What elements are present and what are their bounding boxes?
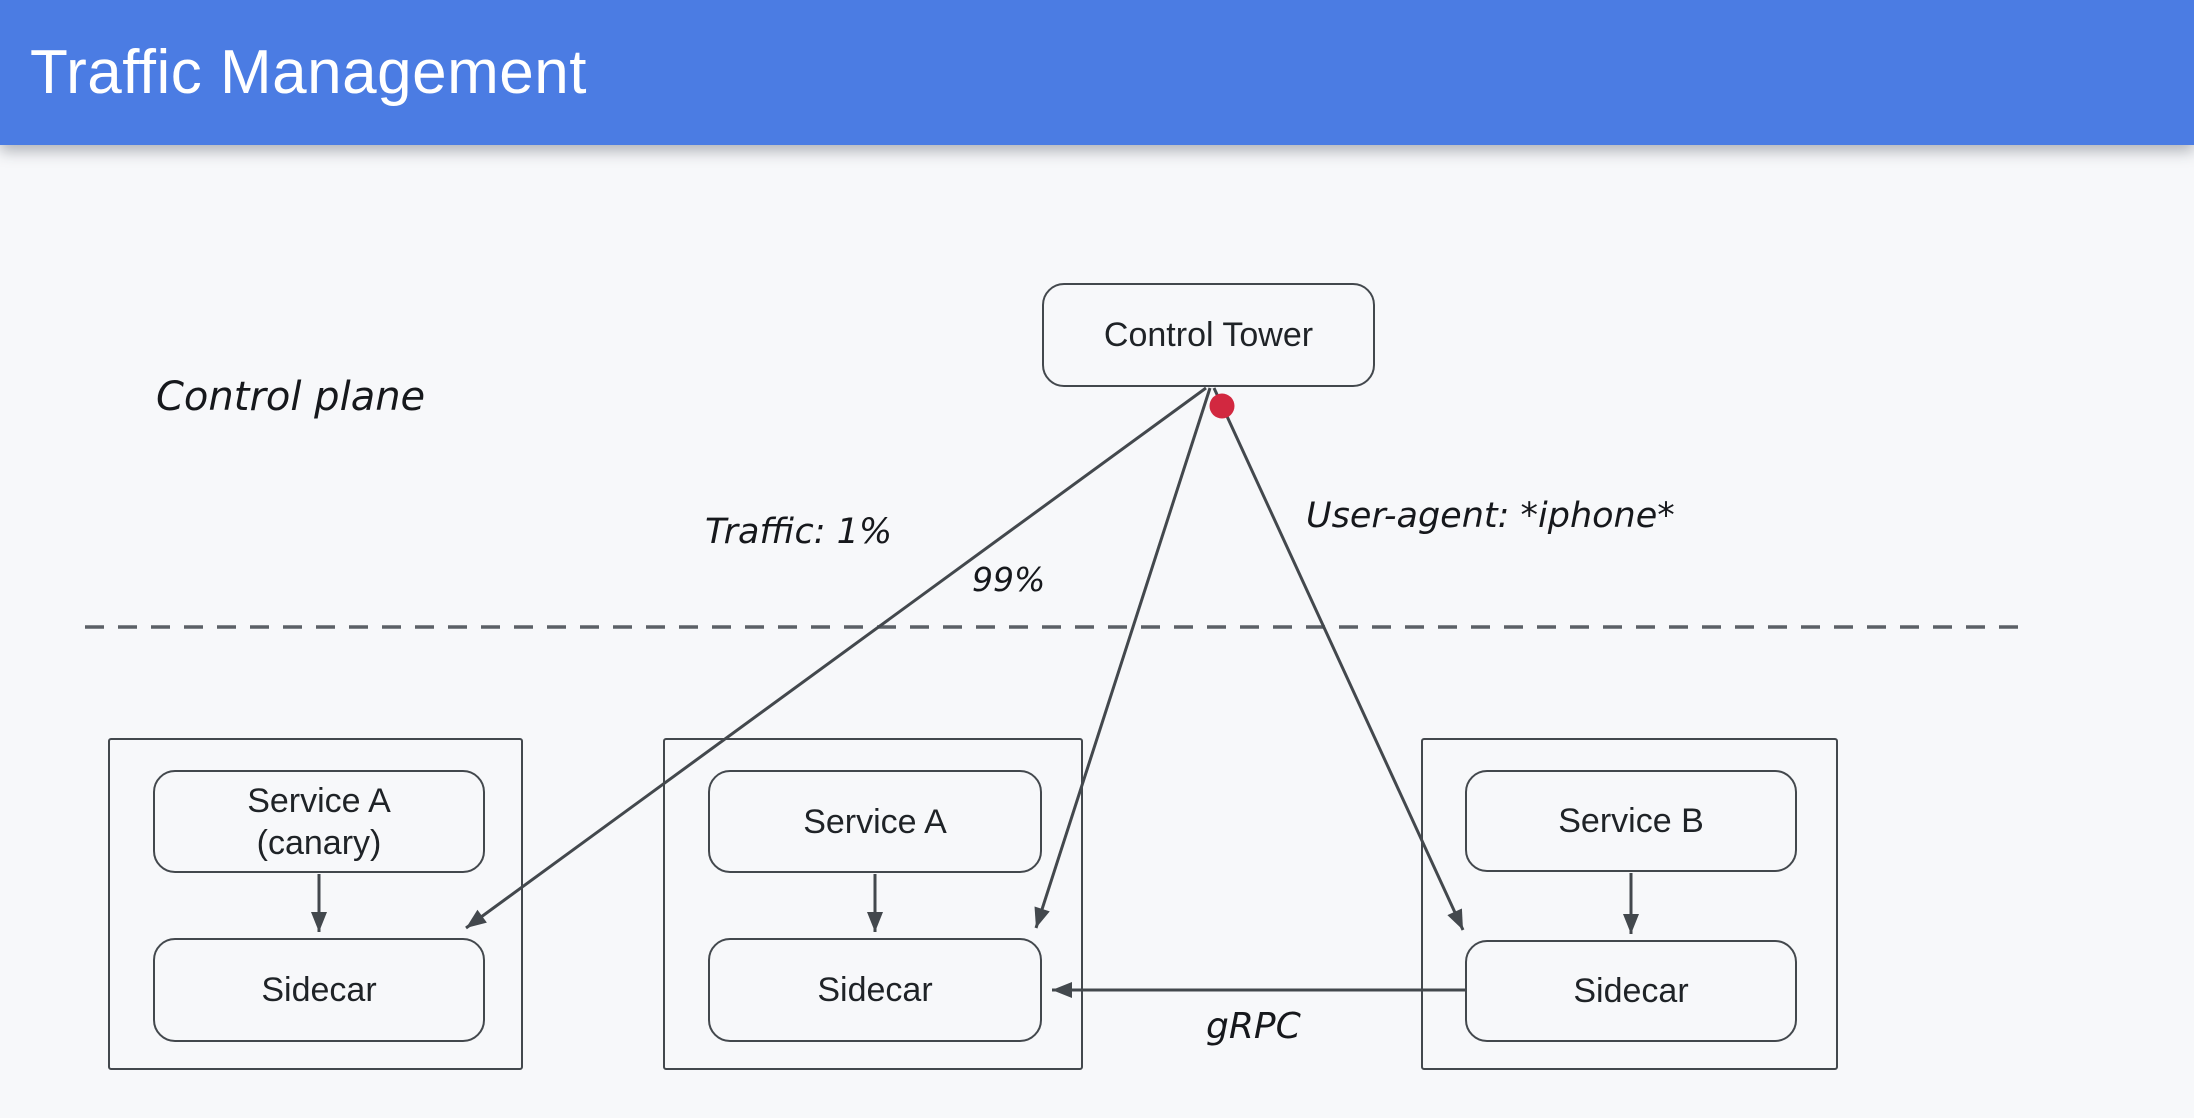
canary-sidecar-box: Sidecar: [153, 938, 485, 1042]
service-a-canary-box: Service A (canary): [153, 770, 485, 873]
primary-group-container: [663, 738, 1083, 1070]
traffic-99pct-label: 99%: [972, 560, 1046, 599]
traffic-1pct-label: Traffic: 1%: [705, 512, 893, 552]
service-b-label: Service B: [1558, 802, 1704, 840]
slide-header-bar: Traffic Management: [0, 0, 2194, 145]
red-dot-marker: [1209, 393, 1235, 419]
service-a-label: Service A: [803, 802, 947, 841]
primary-sidecar-box: Sidecar: [708, 938, 1042, 1042]
user-agent-label: User-agent: *iphone*: [1306, 496, 1675, 536]
service-a-canary-label-line1: Service A: [247, 781, 391, 820]
page-title: Traffic Management: [30, 38, 587, 107]
edge-control-to-canary-sidecar: [465, 386, 1207, 930]
service-b-box: Service B: [1465, 770, 1797, 872]
service-a-box: Service A: [708, 770, 1042, 873]
serviceb-group-container: [1421, 738, 1838, 1070]
serviceb-sidecar-box: Sidecar: [1465, 940, 1797, 1042]
canary-group-container: [108, 738, 523, 1070]
serviceb-sidecar-label: Sidecar: [1573, 972, 1689, 1010]
control-plane-label: Control plane: [156, 374, 426, 420]
primary-sidecar-label: Sidecar: [817, 971, 933, 1009]
canary-sidecar-label: Sidecar: [261, 971, 377, 1009]
grpc-label: gRPC: [1206, 1006, 1301, 1047]
control-tower-box: Control Tower: [1042, 283, 1375, 387]
service-a-canary-label-line2: (canary): [256, 823, 382, 862]
control-tower-label: Control Tower: [1103, 316, 1314, 354]
edge-control-to-primary-sidecar: [1034, 387, 1212, 929]
